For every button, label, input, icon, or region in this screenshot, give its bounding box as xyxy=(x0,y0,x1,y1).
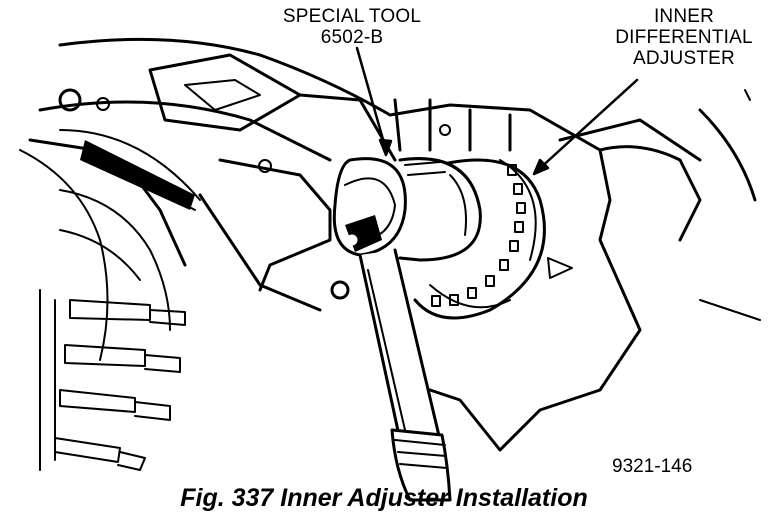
adjuster-label-line2: DIFFERENTIAL xyxy=(615,27,753,48)
leader-arrows xyxy=(355,46,639,176)
special-tool-6502b xyxy=(332,157,482,502)
adjuster-label-line1: INNER xyxy=(653,6,715,27)
figure-caption: Fig. 337 Inner Adjuster Installation xyxy=(180,484,588,512)
special-tool-label-line1: SPECIAL TOOL xyxy=(282,6,422,27)
figure-id: 9321-146 xyxy=(612,456,693,477)
clutch-pack xyxy=(19,129,201,471)
inner-differential-adjuster-label: INNER DIFFERENTIAL ADJUSTER xyxy=(600,6,768,69)
special-tool-label: SPECIAL TOOL 6502-B xyxy=(262,6,442,48)
special-tool-label-line2: 6502-B xyxy=(320,27,384,48)
adjuster-label-line3: ADJUSTER xyxy=(633,48,735,69)
differential-adjuster xyxy=(413,158,546,320)
transaxle-case xyxy=(38,37,761,452)
